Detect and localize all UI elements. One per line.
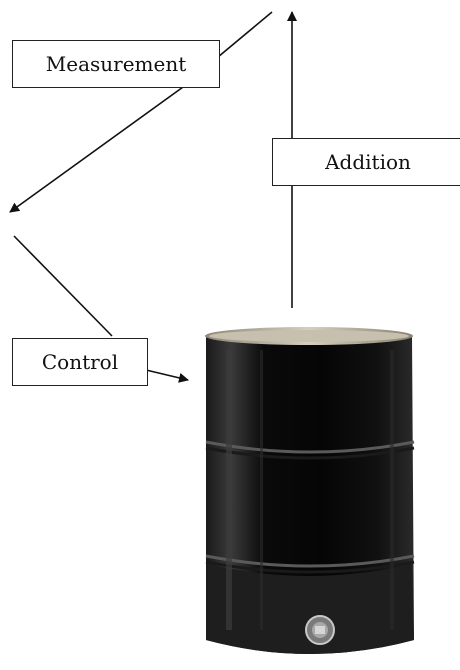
control-arrow bbox=[145, 369, 189, 383]
drum bbox=[205, 327, 415, 654]
control-label-box: Control bbox=[12, 338, 148, 386]
addition-label: Addition bbox=[325, 150, 411, 174]
measurement-arrow bbox=[9, 81, 191, 213]
control-label: Control bbox=[41, 350, 119, 374]
drain-valve bbox=[305, 615, 335, 645]
addition-label-box: Addition bbox=[272, 138, 460, 186]
measurement-label-box: Measurement bbox=[12, 40, 220, 88]
measurement-label: Measurement bbox=[45, 52, 187, 76]
control-incoming-line bbox=[13, 235, 113, 337]
measurement-incoming-line bbox=[211, 11, 273, 63]
